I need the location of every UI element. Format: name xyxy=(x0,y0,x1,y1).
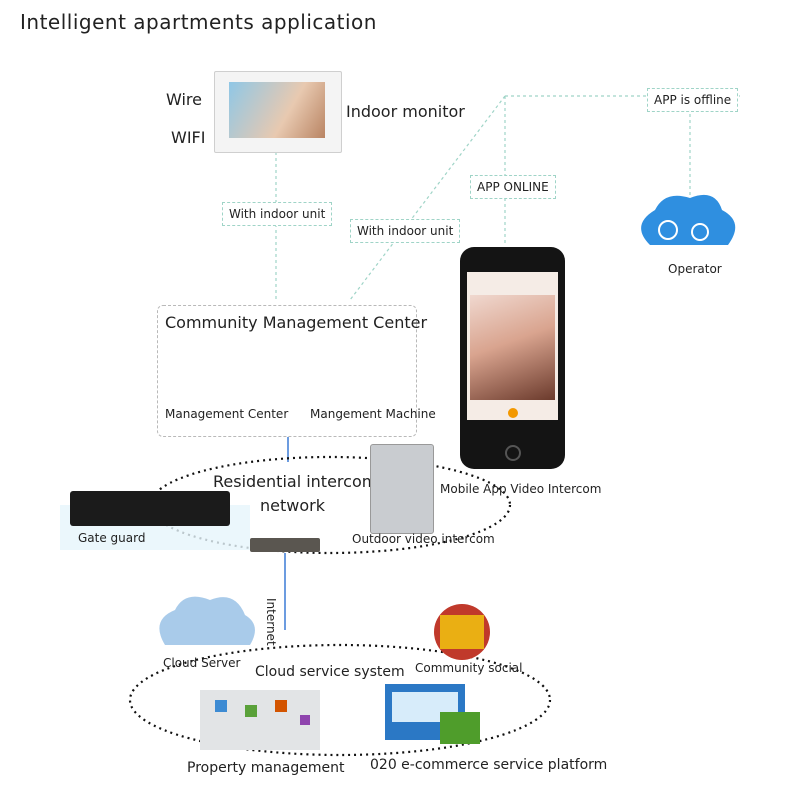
internet-label: Internet xyxy=(264,598,278,646)
with-indoor-unit-box-1: With indoor unit xyxy=(222,202,333,226)
operator-label: Operator xyxy=(668,262,722,276)
indoor-monitor-screen xyxy=(229,82,325,138)
cloud-service-system-label: Cloud service system xyxy=(255,664,405,680)
management-machine-label: Mangement Machine xyxy=(310,407,436,421)
cloud-server-label: Cloud Server xyxy=(163,656,241,670)
page-title: Intelligent apartments application xyxy=(20,10,377,34)
video-call-image xyxy=(470,295,555,400)
community-social-label: Community social xyxy=(415,661,523,675)
outdoor-intercom-label: Outdoor video intercom xyxy=(352,532,495,546)
answer-call-icon xyxy=(508,408,518,418)
community-management-center-box xyxy=(157,305,417,437)
cmc-title: Community Management Center xyxy=(165,313,428,332)
ecommerce-label: 020 e-commerce service platform xyxy=(370,757,608,773)
cloud-server-icon xyxy=(159,596,255,645)
management-center-label: Management Center xyxy=(165,407,289,421)
mobile-app-label: Mobile App Video Intercom xyxy=(440,482,602,496)
network-switch-icon xyxy=(250,538,320,552)
gate-guard-label: Gate guard xyxy=(78,531,146,545)
home-button-icon xyxy=(505,445,521,461)
wifi-label: WIFI xyxy=(171,128,206,147)
with-indoor-unit-box-2: With indoor unit xyxy=(350,219,461,243)
community-social-logo xyxy=(434,604,490,660)
network-label-line1: Residential intercom xyxy=(213,472,378,491)
property-management-label: Property management xyxy=(187,760,345,776)
app-online-box: APP ONLINE xyxy=(470,175,556,199)
wire-label: Wire xyxy=(166,90,202,109)
property-management-illustration xyxy=(200,690,320,750)
operator-cloud-icon xyxy=(641,194,736,245)
ecommerce-illustration xyxy=(385,684,480,744)
outdoor-intercom-device xyxy=(370,444,434,534)
gate-guard-device xyxy=(70,491,230,526)
network-label-line2: network xyxy=(260,496,325,515)
indoor-monitor-label: Indoor monitor xyxy=(346,102,465,121)
app-offline-box: APP is offline xyxy=(647,88,739,112)
